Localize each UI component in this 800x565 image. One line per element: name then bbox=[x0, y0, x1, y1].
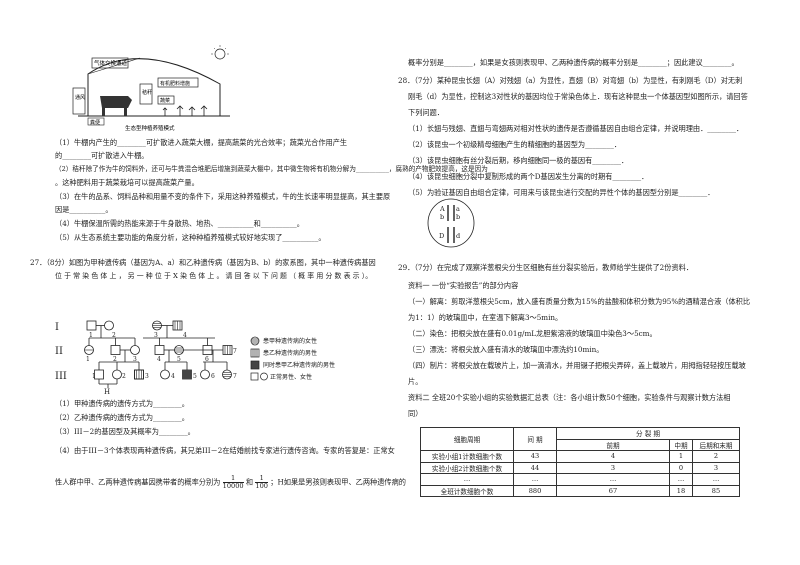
q29-line-4: 为1：1）的玻璃皿中，在室温下解离3～5min。 bbox=[408, 313, 563, 322]
svg-text:2: 2 bbox=[113, 356, 117, 363]
h-split: 分 裂 期 bbox=[556, 427, 740, 440]
svg-text:d: d bbox=[456, 232, 460, 240]
svg-text:1: 1 bbox=[86, 356, 90, 363]
h-label: H bbox=[104, 388, 110, 394]
legend-d: 正常男性、女性 bbox=[270, 373, 312, 381]
q26-line-6: 因是__________。 bbox=[55, 205, 113, 214]
svg-text:1: 1 bbox=[89, 332, 93, 339]
q27-sub-4: （4）由于III－3个体表现两种遗传病，其兄弟III－2在结婚前找专家进行遗传咨… bbox=[55, 446, 395, 455]
gas-label: 气体交换通道 bbox=[94, 59, 128, 67]
pedigree-chart: I II III bbox=[55, 320, 335, 394]
svg-text:4: 4 bbox=[183, 332, 187, 339]
svg-text:秸秆: 秸秆 bbox=[142, 89, 152, 96]
svg-text:D: D bbox=[439, 232, 444, 240]
svg-text:2: 2 bbox=[112, 332, 116, 339]
q26-line-4: 。这种肥料用于蔬菜栽培可以提高蔬菜产量。 bbox=[55, 178, 199, 187]
gen-label-I: I bbox=[55, 322, 59, 333]
q28-sub-1: （1）长翅与残翅、直翅与弯翅两对相对性状的遗传是否遵循基因自由组合定律，并说明理… bbox=[408, 124, 744, 133]
q29-line-5: （二）染色：把根尖放在盛有0.01g/mL龙胆紫溶液的玻璃皿中染色3～5cm。 bbox=[408, 329, 657, 338]
q28-line-3: 下列问题． bbox=[408, 108, 444, 117]
svg-text:粪便: 粪便 bbox=[90, 119, 100, 126]
h-period: 细胞周期 bbox=[420, 427, 514, 451]
svg-text:7: 7 bbox=[233, 373, 237, 380]
q29-line-8: 片。 bbox=[408, 377, 423, 386]
farm-diagram: 通风 气体交换通道 有机肥料增施 秸秆 蔬菜 粪便 生态型种植养殖模式 bbox=[72, 45, 230, 132]
legend-b: 患乙种遗传病的男性 bbox=[263, 349, 317, 357]
svg-text:6: 6 bbox=[211, 373, 215, 380]
svg-text:A: A bbox=[439, 205, 445, 213]
q28-sub-2: （2）该昆虫一个初级精母细胞产生的精细胞的基因型为________． bbox=[408, 140, 622, 149]
q28-sub-3: （3）该昆虫细胞有丝分裂后期，移向细胞同一极的基因有________． bbox=[408, 156, 629, 165]
q29-line-6: （三）漂洗：将根尖放入盛有清水的玻璃皿中漂洗约10min。 bbox=[408, 345, 604, 354]
q26-line-2: 的________可扩散进入牛棚。 bbox=[55, 151, 149, 160]
svg-text:7: 7 bbox=[233, 348, 237, 355]
svg-text:4: 4 bbox=[171, 373, 175, 380]
q29-line-3: （一）解离：剪取洋葱根尖5cm，放入盛有质量分数为15%的盐酸和体积分数为95%… bbox=[408, 297, 751, 306]
q26-line-7: （4）牛棚保温所需的热能来源于牛身散热、地热、__________和______… bbox=[55, 219, 304, 228]
q29-line-2: 资料一 一份“实验报告”的部分内容 bbox=[408, 281, 519, 290]
q29-line-7: （四）制片：将根尖放在载玻片上，加一滴清水，并用镊子把根尖弄碎，盖上载玻片，用拇… bbox=[408, 361, 746, 370]
svg-text:3: 3 bbox=[133, 356, 137, 363]
q27-line-1: 27．（8分）如图为甲种遗传病（基因为A、a）和乙种遗传病（基因为B、b）的家系… bbox=[30, 258, 376, 267]
q28-sub-5: （5）为验证基因自由组合定律，可用来与该昆虫进行交配的异性个体的基因型分别是__… bbox=[408, 188, 715, 197]
q26-line-1: （1）牛棚内产生的________可扩散进入蔬菜大棚，提高蔬菜的光合效率；蔬菜光… bbox=[55, 138, 348, 147]
svg-text:有机肥料增施: 有机肥料增施 bbox=[160, 80, 190, 87]
svg-text:3: 3 bbox=[154, 332, 158, 339]
q26-line-5: （3）在牛的品系、饲料品种和用量不变的条件下，采用这种养殖模式，牛的生长速率明显… bbox=[55, 192, 391, 201]
q28-line-2: 刚毛（d）为显性，控制这3对性状的基因均位于常染色体上．现有这种昆虫一个体基因型… bbox=[408, 92, 748, 101]
svg-text:b: b bbox=[456, 213, 460, 221]
svg-text:a: a bbox=[456, 205, 460, 213]
q26-line-8: （5）从生态系统主要功能的角度分析，这种种植养殖模式较好地实现了________… bbox=[55, 233, 326, 242]
q27-sub-1: （1）甲种遗传病的遗传方式为________。 bbox=[55, 399, 189, 408]
q27-sub-3: （3）III－2的基因型及其概率为________。 bbox=[55, 427, 195, 436]
q29-line-10: 同） bbox=[408, 409, 423, 418]
h-pro: 前期 bbox=[556, 438, 670, 451]
q27-cont: 概率分别是________，如果是女孩则表现甲、乙两种遗传病的概率分别是____… bbox=[408, 58, 739, 67]
q28-line-1: 28．（7分）某种昆虫长翅（A）对残翅（a）为显性，直翅（B）对弯翅（b）为显性… bbox=[398, 76, 743, 85]
q29-line-1: 29．（7分）在完成了观察洋葱根尖分生区细胞有丝分裂实验后，教师给学生提供了2份… bbox=[398, 263, 694, 272]
svg-text:3: 3 bbox=[145, 373, 149, 380]
h-meta: 中期 bbox=[669, 438, 693, 451]
gen-label-II: II bbox=[55, 346, 63, 357]
table-row: …………… bbox=[420, 473, 740, 486]
q28-sub-4: （4）该昆虫细胞分裂中复制形成的两个D基因发生分离的时期有________． bbox=[408, 172, 649, 181]
svg-text:5: 5 bbox=[177, 356, 181, 363]
svg-text:b: b bbox=[440, 213, 444, 221]
svg-text:2: 2 bbox=[122, 373, 126, 380]
q29-line-9: 资料二 全班20个实验小组的实验数据汇总表（注：各小组计数50个细胞，实验条件与… bbox=[408, 393, 731, 402]
svg-text:6: 6 bbox=[205, 356, 209, 363]
svg-text:4: 4 bbox=[157, 356, 161, 363]
h-inter: 间 期 bbox=[513, 427, 557, 451]
q27-sub-2: （2）乙种遗传病的遗传方式为________。 bbox=[55, 413, 189, 422]
legend-c: 同时患甲乙种遗传病的男性 bbox=[263, 361, 335, 369]
q26-line-3: （2）秸秆除了作为牛的饲料外，还可与牛粪混合堆肥后增施到蔬菜大棚中，其中微生物将… bbox=[55, 165, 495, 173]
h-late: 后期和末期 bbox=[692, 438, 740, 451]
svg-text:1: 1 bbox=[92, 373, 96, 380]
gen-label-III: III bbox=[55, 371, 67, 382]
svg-text:5: 5 bbox=[193, 373, 197, 380]
svg-text:通风: 通风 bbox=[75, 94, 85, 101]
q27-line-2: 位 于 常 染 色 体 上 ， 另 一 种 位 于 X 染 色 体 上 。 请 … bbox=[55, 272, 373, 280]
svg-text:蔬菜: 蔬菜 bbox=[160, 97, 170, 104]
legend-a: 患甲种遗传病的女性 bbox=[263, 337, 317, 345]
fig-caption: 生态型种植养殖模式 bbox=[125, 124, 175, 132]
